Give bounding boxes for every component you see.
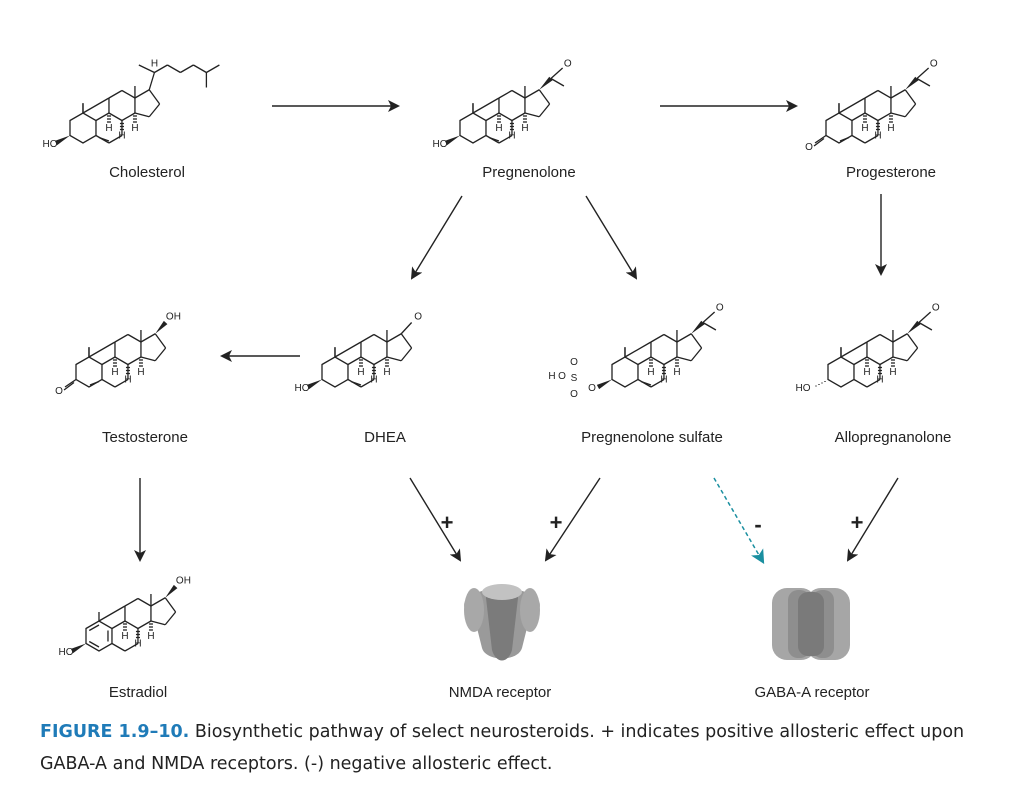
pregnenolone-structure-ho-label: HO [433,139,448,150]
arrow-pregnenolone-to-pregnenolone-sulfate [585,195,638,280]
dhea-structure-h2: H [370,375,377,386]
progesterone-structure-h1: H [861,123,868,134]
allopregnanolone-structure-h2: H [876,375,883,386]
testosterone-structure-h2: H [124,375,131,386]
dhea-structure-h1: H [357,367,364,378]
figure-caption: FIGURE 1.9–10. Biosynthetic pathway of s… [40,716,990,780]
estradiol-structure-oh-label: OH [176,576,191,587]
effect-sign-dhea-nmda: + [441,510,454,535]
label-testosterone: Testosterone [102,429,188,446]
testosterone-structure-oh-label: OH [166,312,181,323]
figure-caption-text: Biosynthetic pathway of select neuroster… [40,722,965,774]
arrow-pregnenolone-sulfate-to-gaba-a [713,477,765,565]
testosterone-structure-h3: H [137,367,144,378]
estradiol-structure-h2: H [134,639,141,650]
figure-number: FIGURE 1.9–10. [40,722,190,742]
testosterone-structure-o-label: O [55,386,63,397]
progesterone-structure-h3: H [887,123,894,134]
label-gaba-a-receptor: GABA-A receptor [754,684,869,701]
progesterone-structure-h2: H [874,131,881,142]
nmda-receptor-icon [464,584,540,661]
label-dhea: DHEA [364,429,406,446]
estradiol-structure-h3: H [147,631,154,642]
label-cholesterol: Cholesterol [109,164,185,181]
allopregnanolone-structure-h3: H [889,367,896,378]
testosterone-structure-h1: H [111,367,118,378]
label-estradiol: Estradiol [109,684,167,701]
progesterone-structure-ketone-o-label: O [930,59,938,70]
label-pregnenolone: Pregnenolone [482,164,575,181]
effect-sign-pregnenolone-sulfate-gaba-a: - [754,512,761,537]
allopregnanolone-structure-h1: H [863,367,870,378]
gaba-a-receptor-icon [772,588,850,660]
pregnenolone-sulfate-structure-s-label: S [571,373,578,384]
estradiol-structure-h1: H [121,631,128,642]
arrow-pregnenolone-sulfate-to-nmda [544,477,601,562]
pregnenolone-sulfate-structure-o2-label: O [570,357,578,368]
label-nmda-receptor: NMDA receptor [449,684,552,701]
allopregnanolone-structure-ho-label: HO [796,383,811,394]
effect-sign-allopregnanolone-gaba-a: + [851,510,864,535]
pregnenolone-structure-h2: H [508,131,515,142]
arrow-dhea-to-nmda [409,477,462,562]
pregnenolone-sulfate-structure-ketone-o-label: O [716,303,724,314]
arrow-allopregnanolone-to-gaba-a [846,477,899,562]
label-allopregnanolone: Allopregnanolone [835,429,952,446]
cholesterol-structure-h-side-label: H [151,59,158,70]
arrow-pregnenolone-to-dhea [410,195,463,280]
cholesterol-structure-h1: H [105,123,112,134]
pregnenolone-sulfate-structure-h-label: H [548,371,555,382]
pregnenolone-sulfate-structure-o3-label: O [570,389,578,400]
label-progesterone: Progesterone [846,164,936,181]
dhea-structure-ketone-o-label: O [414,312,422,323]
effect-sign-pregnenolone-sulfate-nmda: + [550,510,563,535]
estradiol-structure-ho-label: HO [59,647,74,658]
pregnenolone-sulfate-structure-o4-label: O [558,371,566,382]
progesterone-structure-o-label: O [805,142,813,153]
cholesterol-structure-h3: H [131,123,138,134]
pregnenolone-structure-h3: H [521,123,528,134]
pregnenolone-sulfate-structure-h3: H [673,367,680,378]
dhea-structure-h3: H [383,367,390,378]
cholesterol-structure-h2: H [118,131,125,142]
cholesterol-structure-ho-label: HO [43,139,58,150]
allopregnanolone-structure-ketone-o-label: O [932,303,940,314]
label-pregnenolone-sulfate: Pregnenolone sulfate [581,429,723,446]
pregnenolone-structure-h1: H [495,123,502,134]
pregnenolone-sulfate-structure-o-label: O [588,383,596,394]
pregnenolone-sulfate-structure-h2: H [660,375,667,386]
pregnenolone-sulfate-structure-h1: H [647,367,654,378]
dhea-structure-ho-label: HO [295,383,310,394]
pregnenolone-structure-ketone-o-label: O [564,59,572,70]
